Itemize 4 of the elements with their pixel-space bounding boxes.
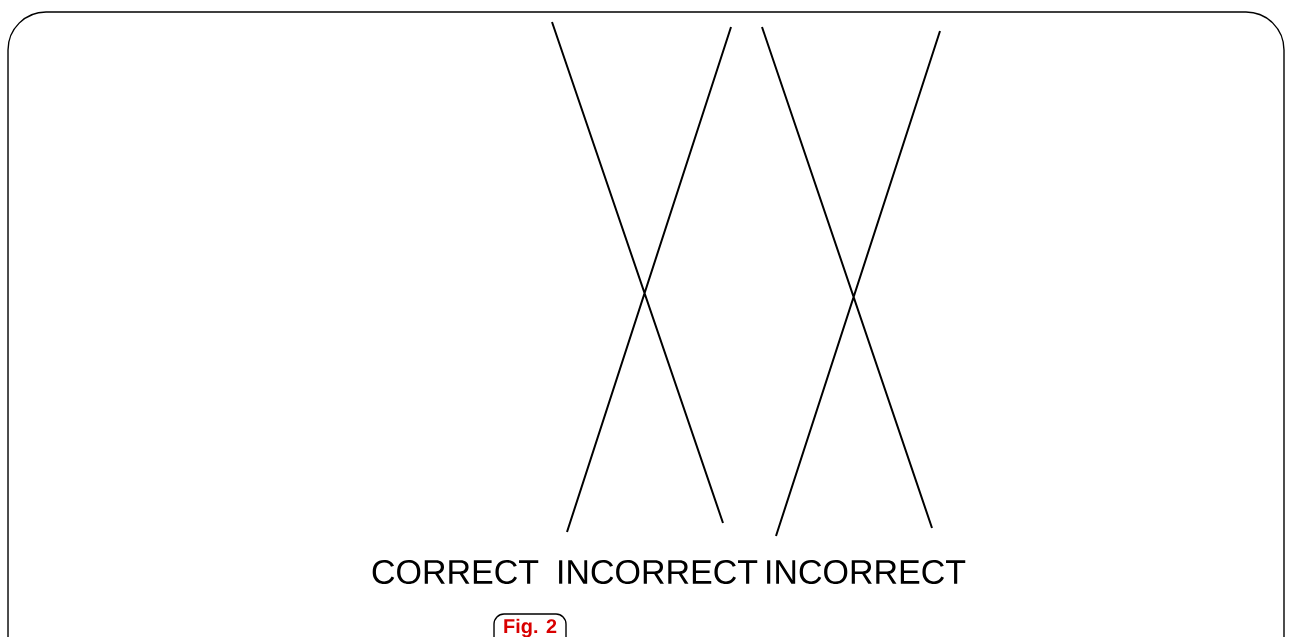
label: INCORRECT bbox=[767, 559, 966, 585]
label: INCORRECT bbox=[559, 559, 758, 585]
label: CORRECT bbox=[372, 559, 539, 585]
caption-tab: Fig. 2 bbox=[493, 613, 567, 637]
